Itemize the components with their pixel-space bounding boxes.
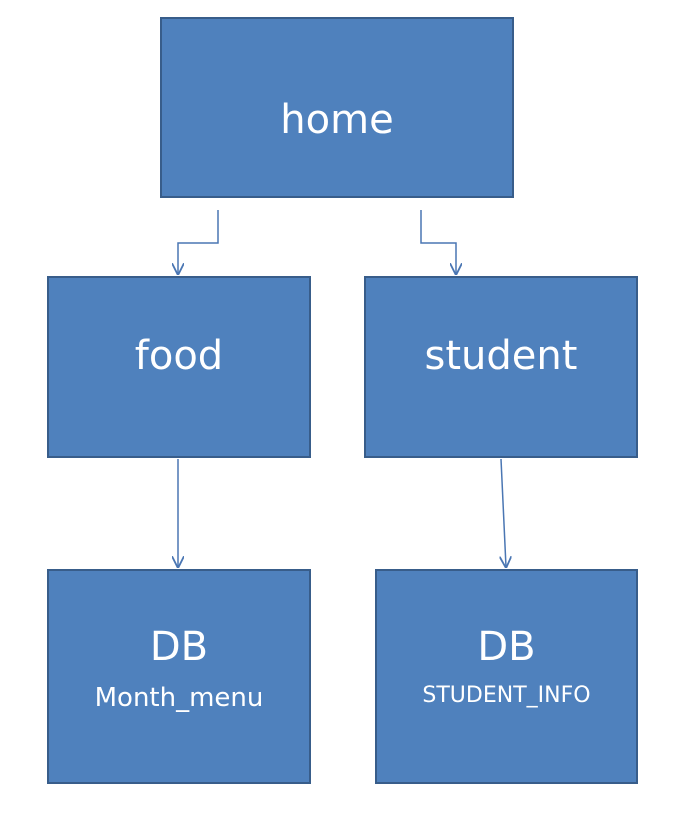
db-month-menu-subtitle: Month_menu [94,683,264,713]
food-node: food [47,276,311,458]
edge-home-food [178,210,219,274]
edge-home-student [420,210,456,274]
db-student-info-subtitle: STUDENT_INFO [422,683,591,708]
student-node: student [364,276,638,458]
home-node-label: home [280,97,394,143]
db-student-info-title: DB [477,624,536,670]
db-month-menu-title: DB [149,624,209,670]
db-month-menu-node: DB Month_menu [47,569,311,784]
student-node-label: student [424,333,578,379]
edge-student-db [501,458,506,567]
home-node: home [160,17,514,198]
db-student-info-node: DB STUDENT_INFO [375,569,638,784]
food-node-label: food [134,333,224,379]
